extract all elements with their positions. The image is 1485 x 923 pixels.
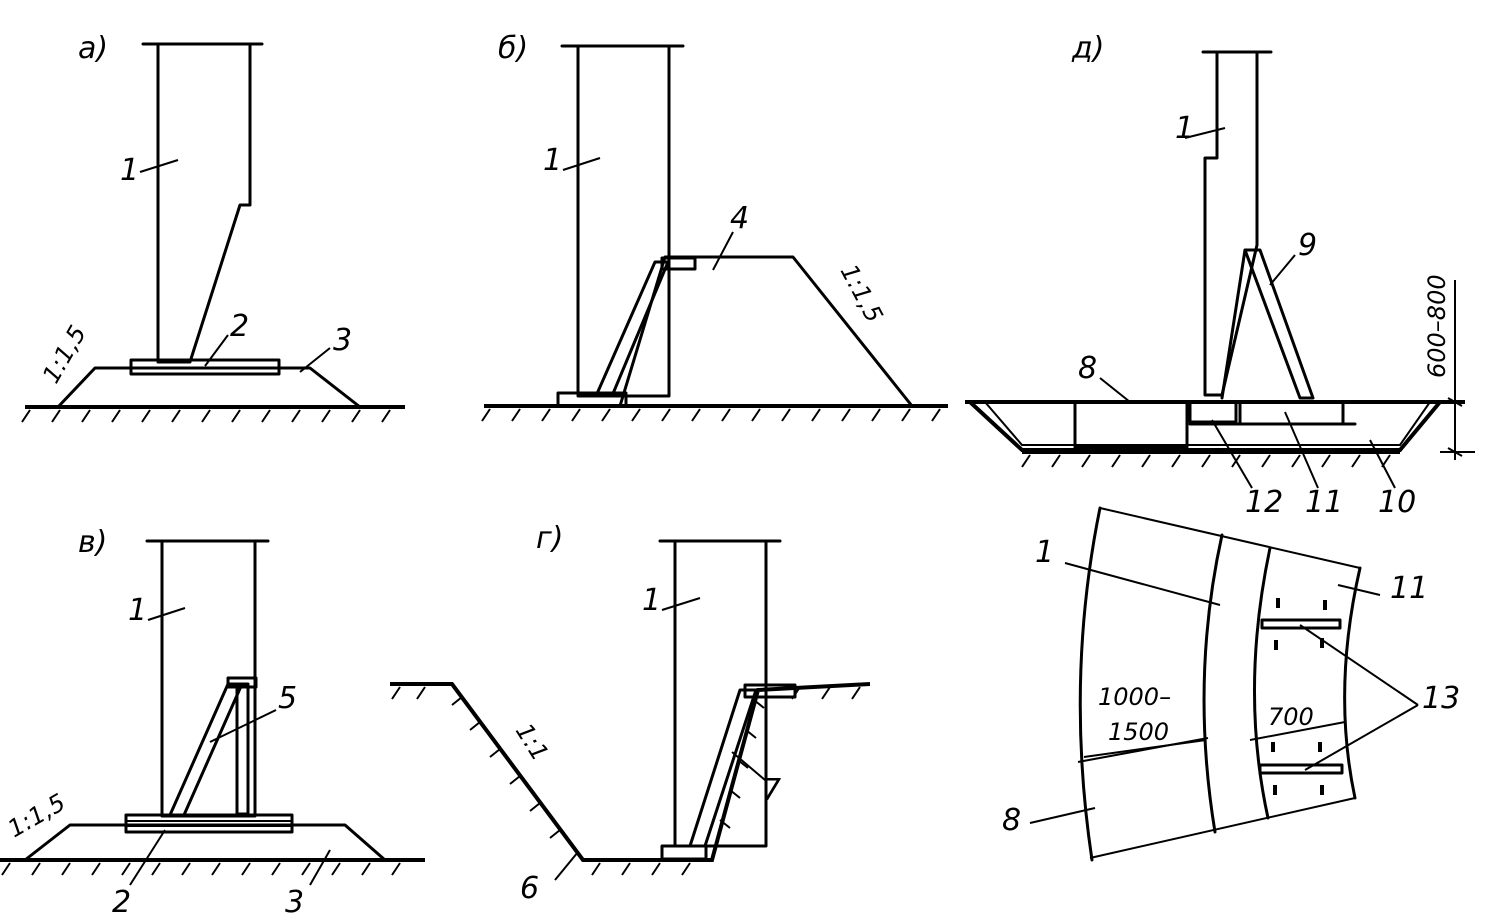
label-d-8: 8 <box>1078 351 1097 386</box>
label-g-6: 6 <box>520 871 539 906</box>
label-b-4: 4 <box>730 201 749 236</box>
panel-g: г) 1 7 6 1:1 <box>390 521 871 906</box>
label-g-1: 1 <box>642 583 661 618</box>
slope-g: 1:1 <box>510 718 554 766</box>
label-a-3: 3 <box>333 323 352 358</box>
wall-element-1 <box>156 42 252 364</box>
panel-b-letter: б) <box>498 31 528 66</box>
label-d-9: 9 <box>1298 228 1317 263</box>
plan-dim-narrow: 700 <box>1268 703 1314 731</box>
label-g-7: 7 <box>762 773 781 808</box>
panel-d-letter: д) <box>1071 31 1104 66</box>
label-v-3: 3 <box>285 885 304 920</box>
plan-view: 1 11 13 8 1000– 1500 700 <box>1002 506 1460 862</box>
label-d-1: 1 <box>1175 111 1194 146</box>
panel-v-letter: в) <box>78 525 107 560</box>
panel-a-letter: а) <box>78 31 108 66</box>
sand-pad-3 <box>23 823 387 862</box>
slab-2 <box>124 813 294 834</box>
panel-d: д) 600–800 1 <box>965 31 1475 520</box>
label-v-2: 2 <box>112 885 131 920</box>
panel-g-letter: г) <box>536 521 563 556</box>
slope-v: 1:1,5 <box>3 788 70 843</box>
label-plan-11: 11 <box>1390 571 1428 606</box>
plan-dim-wide-2: 1500 <box>1108 718 1169 746</box>
panel-a: а) 1 2 3 1:1,5 <box>21 31 405 423</box>
trench-6 <box>390 682 871 862</box>
label-a-1: 1 <box>120 153 139 188</box>
label-v-1: 1 <box>128 593 147 628</box>
label-d-11: 11 <box>1305 485 1343 520</box>
label-plan-8: 8 <box>1002 803 1021 838</box>
slab-11 <box>1238 400 1345 426</box>
wall-element-1 <box>673 539 768 848</box>
block-8 <box>1073 400 1189 449</box>
strut-5 <box>168 682 244 817</box>
dimension-d: 600–800 <box>1423 274 1451 378</box>
label-plan-1: 1 <box>1035 535 1054 570</box>
label-d-12: 12 <box>1245 485 1283 520</box>
panel-v: в) 1 5 2 3 1:1,5 <box>0 525 425 920</box>
plan-dim-wide-1: 1000– <box>1098 683 1171 711</box>
label-plan-13: 13 <box>1422 681 1460 716</box>
label-a-2: 2 <box>230 309 249 344</box>
shore-9 <box>1243 248 1315 400</box>
label-d-10: 10 <box>1378 485 1416 520</box>
wall-element-1 <box>576 44 671 398</box>
panel-b: б) 1 4 1:1,5 <box>481 31 948 422</box>
label-b-1: 1 <box>543 143 562 178</box>
label-v-5: 5 <box>278 681 297 716</box>
wall-element-1 <box>1203 50 1259 397</box>
inclined-strut <box>594 260 670 398</box>
